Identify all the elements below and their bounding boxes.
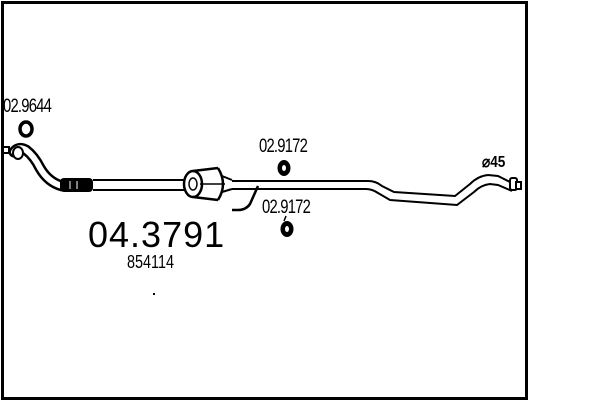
main-part-number: 04.3791	[88, 214, 226, 255]
flange-connector-icon	[2, 146, 10, 154]
callout-rubber-mount-lower: 02.9172	[262, 197, 311, 218]
diagram-frame	[1, 1, 528, 400]
catalytic-converter	[182, 166, 233, 202]
middle-pipe-top-edge	[232, 173, 515, 198]
pipe-diameter-label: ⌀45	[482, 154, 506, 171]
callout-gasket-front: 02.9644	[3, 96, 52, 117]
middle-pipe-bottom-edge	[232, 182, 513, 207]
stray-dot	[153, 293, 155, 295]
oem-reference-number: 854114	[127, 252, 174, 272]
ring-gasket-icon	[18, 120, 34, 138]
hanger-bracket	[232, 185, 260, 212]
callout-rubber-mount-upper: 02.9172	[259, 136, 308, 157]
